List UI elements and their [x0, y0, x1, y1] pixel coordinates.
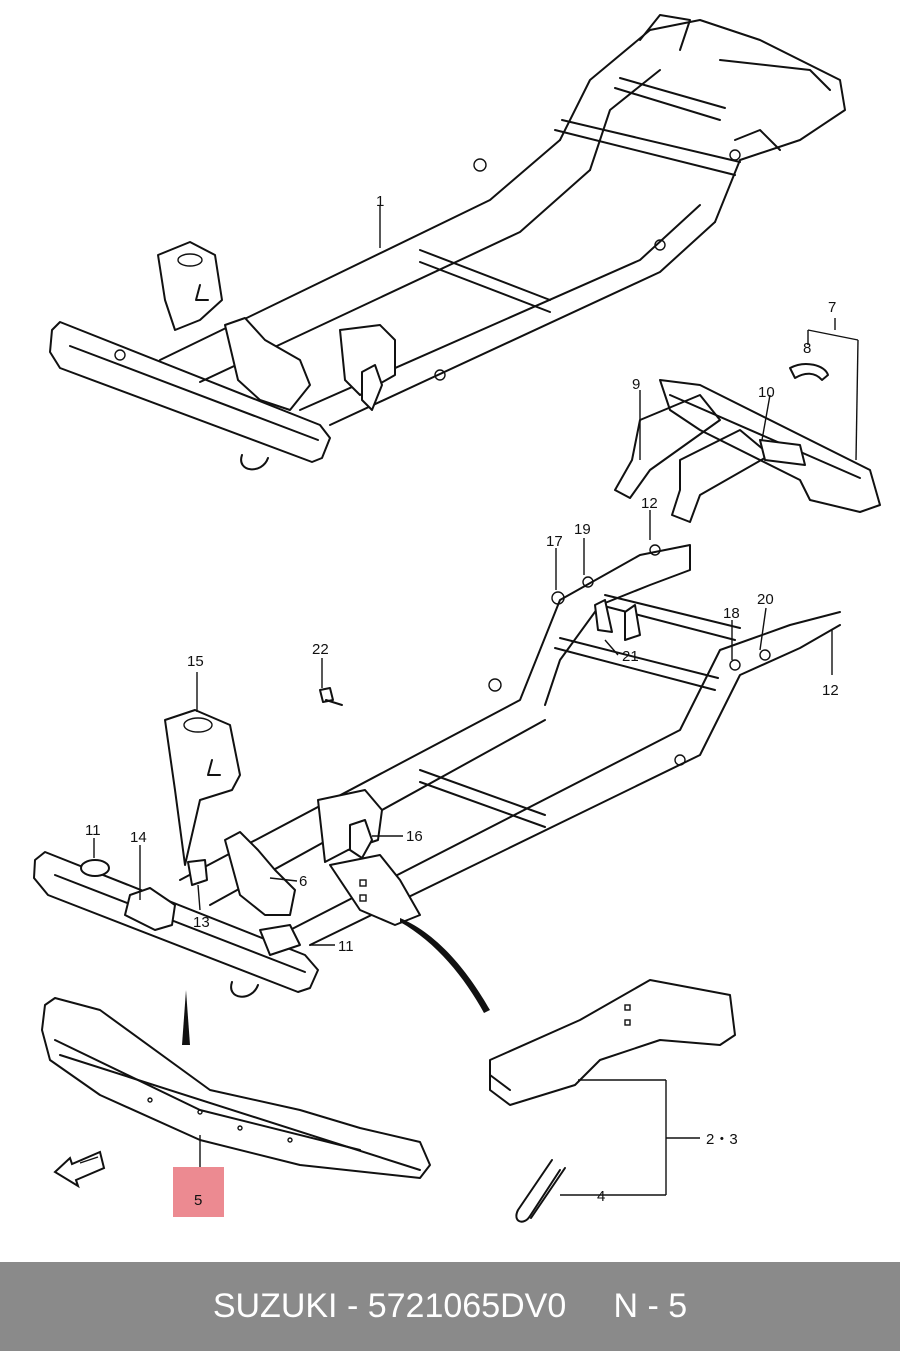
callout-13: 13 [193, 914, 210, 931]
callout-8: 8 [803, 340, 811, 357]
callout-4: 4 [597, 1188, 605, 1205]
separator: - [337, 1287, 368, 1325]
part-number: 5721065DV0 [367, 1287, 567, 1325]
callout-10: 10 [758, 384, 775, 401]
callout-22: 22 [312, 641, 329, 658]
callout-1: 1 [376, 193, 384, 210]
frame-assembly-top [49, 14, 846, 471]
callout-18: 18 [723, 605, 740, 622]
part-number-footer: SUZUKI - 5721065DV0 N - 5 [0, 1262, 900, 1351]
highlight-box [173, 1167, 224, 1217]
callout-12-right: 12 [822, 682, 839, 699]
callout-11: 11 [85, 822, 101, 839]
front-arrow-icon [53, 1150, 106, 1189]
callout-2-3: 2・3 [706, 1131, 738, 1148]
callout-7: 7 [828, 299, 836, 316]
callout-15: 15 [187, 653, 204, 670]
bumper-part-5 [41, 997, 431, 1179]
gap [566, 1287, 613, 1326]
side-member-part-2-3 [489, 979, 736, 1106]
rear-crossmember-group [614, 363, 881, 523]
callout-9: 9 [632, 376, 640, 393]
callout-20: 20 [757, 591, 774, 608]
diagram-ref: N - 5 [613, 1287, 688, 1325]
callout-17: 17 [546, 533, 563, 550]
callout-14: 14 [130, 829, 147, 846]
callout-12-top: 12 [641, 495, 658, 512]
callout-6: 6 [299, 873, 307, 890]
callout-21: 21 [622, 648, 639, 665]
u-bolt-part-4 [515, 1159, 566, 1223]
callout-labels: 1 7 8 9 10 12 17 19 18 20 21 12 15 22 11… [85, 193, 839, 1209]
frame-exploded [33, 544, 841, 998]
brand-label: SUZUKI [212, 1287, 338, 1325]
callout-5: 5 [194, 1192, 202, 1209]
callout-16: 16 [406, 828, 423, 845]
parts-diagram: 1 7 8 9 10 12 17 19 18 20 21 12 15 22 11… [33, 14, 881, 1223]
leader-lines [93, 205, 859, 1196]
callout-11-bottom: 11 [338, 938, 354, 955]
parts-small [80, 687, 383, 956]
callout-19: 19 [574, 521, 591, 538]
